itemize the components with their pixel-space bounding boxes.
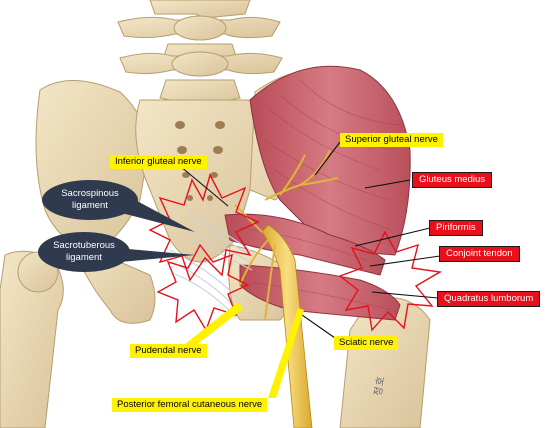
sacrospinous-ligament-label: Sacrospinous ligament [61, 188, 119, 211]
sacral-foramina [175, 121, 225, 201]
bubble-shapes [38, 180, 195, 272]
piriformis-label: Piriformis [429, 220, 483, 236]
pudendal-nerve-label: Pudendal nerve [130, 344, 207, 358]
left-femur [0, 250, 64, 428]
quadratus-lumborum-label: Quadratus lumborum [436, 291, 541, 307]
superior-gluteal-nerve-label: Superior gluteal nerve [340, 133, 443, 147]
muscle-fibers [264, 79, 401, 231]
superior-gluteal-nerve-branches [264, 149, 339, 201]
leader-lines [179, 141, 441, 339]
quadratus-muscle [239, 264, 401, 321]
gluteus-medius-label: Gluteus medius [411, 172, 493, 188]
gluteus-medius-muscle [249, 65, 411, 256]
conjoint-tendon-label: Conjoint tendon [439, 246, 520, 262]
inferior-gluteal-nerve-label: Inferior gluteal nerve [110, 155, 207, 169]
sciatic-nerve-label: Sciatic nerve [334, 336, 399, 350]
yellow-pointers [175, 302, 304, 398]
sciatic-nerve-shape [261, 224, 313, 428]
posterior-femoral-cutaneous-nerve-label: Posterior femoral cutaneous nerve [112, 398, 268, 412]
sacrotuberous-ligament-label: Sacrotuberous ligament [53, 240, 115, 263]
